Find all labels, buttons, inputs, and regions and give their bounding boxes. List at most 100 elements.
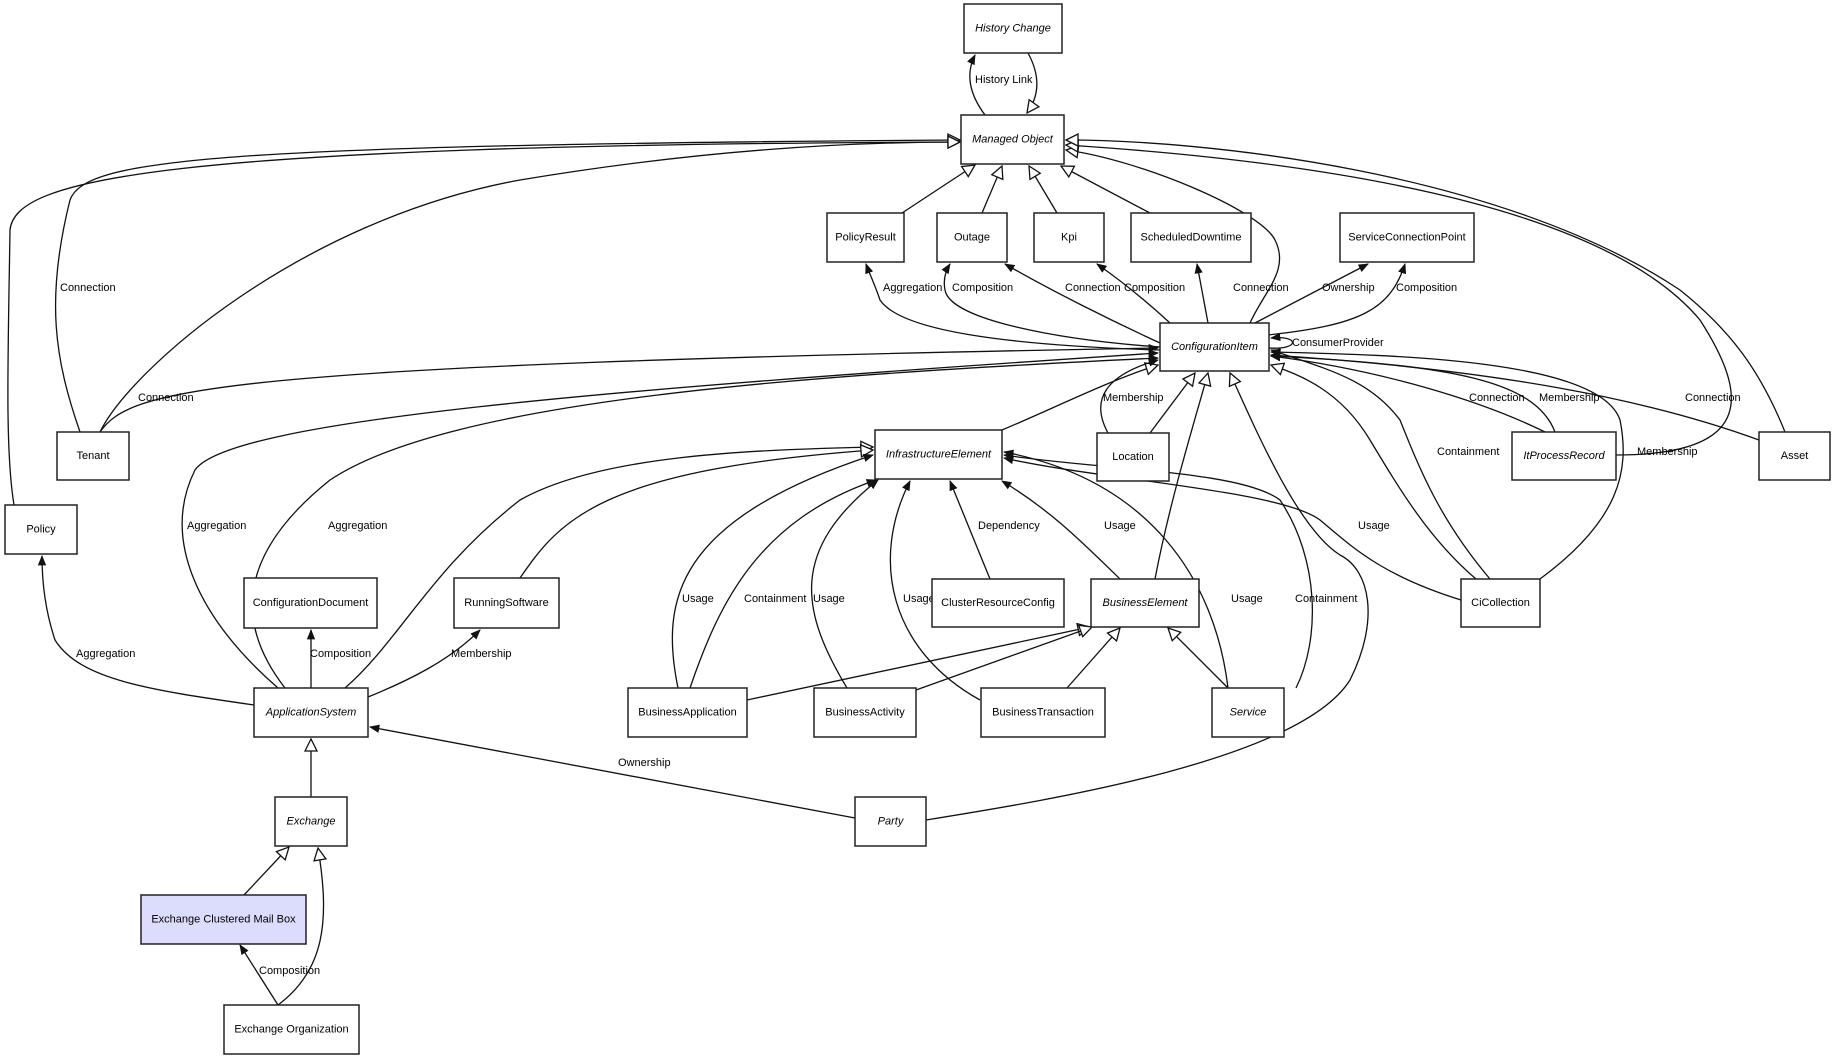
class-node-business-activity[interactable]: BusinessActivity <box>813 687 917 738</box>
hollow-arrow-icon <box>519 450 873 579</box>
edge-label: Aggregation <box>328 520 387 532</box>
class-box[interactable] <box>253 687 369 738</box>
class-node-service-connection-point[interactable]: ServiceConnectionPoint <box>1339 212 1475 263</box>
class-node-business-transaction[interactable]: BusinessTransaction <box>980 687 1106 738</box>
class-node-asset[interactable]: Asset <box>1758 431 1831 481</box>
edge-label: Composition <box>1124 282 1185 294</box>
filled-arrow-icon <box>1004 263 1161 344</box>
class-box[interactable] <box>1511 431 1617 481</box>
filled-arrow-icon <box>1269 351 1760 441</box>
class-box[interactable] <box>1090 578 1200 628</box>
class-node-infrastructure-element[interactable]: InfrastructureElement <box>874 429 1003 480</box>
association-edge-managed-object-to-history-change <box>967 54 986 116</box>
class-name: CiCollection <box>1471 597 1530 609</box>
edge-label: Ownership <box>1322 282 1375 294</box>
association-edge-configuration-item-to-kpi <box>1096 263 1171 324</box>
hollow-arrow-icon <box>901 165 975 214</box>
class-node-configuration-document[interactable]: ConfigurationDocument <box>243 577 378 629</box>
generalization-edge-exchange-clustered-mail-box-to-exchange <box>243 847 289 896</box>
class-name: RunningSoftware <box>464 597 548 609</box>
filled-arrow-icon <box>1268 332 1293 349</box>
filled-arrow-icon <box>1096 263 1171 324</box>
filled-arrow-icon <box>1002 456 1462 601</box>
class-box[interactable] <box>1460 578 1541 628</box>
class-node-application-system[interactable]: ApplicationSystem <box>253 687 369 738</box>
class-box[interactable] <box>1758 431 1831 481</box>
class-node-tenant[interactable]: Tenant <box>56 431 130 481</box>
hollow-arrow-icon <box>1001 365 1158 431</box>
class-box[interactable] <box>1339 212 1475 263</box>
class-node-exchange-clustered-mail-box[interactable]: Exchange Clustered Mail Box <box>140 894 307 945</box>
generalization-edge-exchange-organization-to-exchange <box>277 848 324 1006</box>
class-node-cluster-resource-config[interactable]: ClusterResourceConfig <box>931 578 1065 628</box>
class-box[interactable] <box>1130 212 1252 263</box>
class-box[interactable] <box>1033 212 1105 263</box>
class-box[interactable] <box>826 212 905 263</box>
generalization-edge-business-element-to-configuration-item <box>1154 373 1208 580</box>
association-edge-asset-to-configuration-item <box>1269 351 1760 441</box>
class-node-running-software[interactable]: RunningSoftware <box>453 577 560 629</box>
class-box[interactable] <box>223 1004 360 1055</box>
generalization-edge-policy-to-managed-object <box>7 142 960 506</box>
generalization-edge-asset-to-managed-object <box>1066 140 1786 433</box>
filled-arrow-icon <box>37 554 255 706</box>
association-edge-configuration-item-to-configuration-item <box>1268 332 1293 349</box>
class-name: ClusterResourceConfig <box>941 597 1055 609</box>
class-box[interactable] <box>1096 432 1170 482</box>
edge-label: Ownership <box>618 757 671 769</box>
class-node-policy-result[interactable]: PolicyResult <box>826 212 905 263</box>
filled-arrow-icon <box>1001 480 1121 580</box>
class-node-managed-object[interactable]: Managed Object <box>960 114 1065 165</box>
hollow-arrow-icon <box>1066 140 1786 433</box>
hollow-arrow-icon <box>243 847 289 896</box>
edge-label: Aggregation <box>76 648 135 660</box>
class-box[interactable] <box>980 687 1106 738</box>
class-box[interactable] <box>813 687 917 738</box>
class-node-business-application[interactable]: BusinessApplication <box>627 687 748 738</box>
class-box[interactable] <box>627 687 748 738</box>
class-box[interactable] <box>453 577 560 629</box>
filled-arrow-icon <box>889 480 981 701</box>
class-box[interactable] <box>963 3 1063 54</box>
class-node-kpi[interactable]: Kpi <box>1033 212 1105 263</box>
class-node-configuration-item[interactable]: ConfigurationItem <box>1159 322 1270 372</box>
filled-arrow-icon <box>99 344 1160 433</box>
class-node-history-change[interactable]: History Change <box>963 3 1063 54</box>
class-box[interactable] <box>854 796 927 847</box>
class-node-service[interactable]: Service <box>1211 687 1285 738</box>
edge-label: Membership <box>1103 392 1164 404</box>
class-box[interactable] <box>140 894 307 945</box>
filled-arrow-icon <box>949 480 991 580</box>
edge-label: Usage <box>1231 593 1263 605</box>
class-node-location[interactable]: Location <box>1096 432 1170 482</box>
class-node-exchange-organization[interactable]: Exchange Organization <box>223 1004 360 1055</box>
class-node-outage[interactable]: Outage <box>936 212 1008 263</box>
class-name: ItProcessRecord <box>1523 450 1605 462</box>
class-node-ci-collection[interactable]: CiCollection <box>1460 578 1541 628</box>
class-box[interactable] <box>874 429 1003 480</box>
filled-arrow-icon <box>941 263 1161 348</box>
class-box[interactable] <box>56 431 130 481</box>
class-box[interactable] <box>1159 322 1270 372</box>
class-node-scheduled-downtime[interactable]: ScheduledDowntime <box>1130 212 1252 263</box>
hollow-arrow-icon <box>7 142 960 506</box>
class-box[interactable] <box>931 578 1065 628</box>
generalization-edge-infrastructure-element-to-configuration-item <box>1001 365 1158 431</box>
class-box[interactable] <box>4 504 78 555</box>
class-node-party[interactable]: Party <box>854 796 927 847</box>
class-box[interactable] <box>1211 687 1285 738</box>
class-box[interactable] <box>936 212 1008 263</box>
class-node-exchange[interactable]: Exchange <box>274 796 348 847</box>
filled-arrow-icon <box>1269 353 1546 433</box>
edge-label: Connection <box>60 282 116 294</box>
class-name: BusinessApplication <box>638 706 736 718</box>
class-box[interactable] <box>274 796 348 847</box>
class-box[interactable] <box>243 577 378 629</box>
class-box[interactable] <box>960 114 1065 165</box>
class-node-business-element[interactable]: BusinessElement <box>1090 578 1200 628</box>
class-node-it-process-record[interactable]: ItProcessRecord <box>1511 431 1617 481</box>
class-node-policy[interactable]: Policy <box>4 504 78 555</box>
